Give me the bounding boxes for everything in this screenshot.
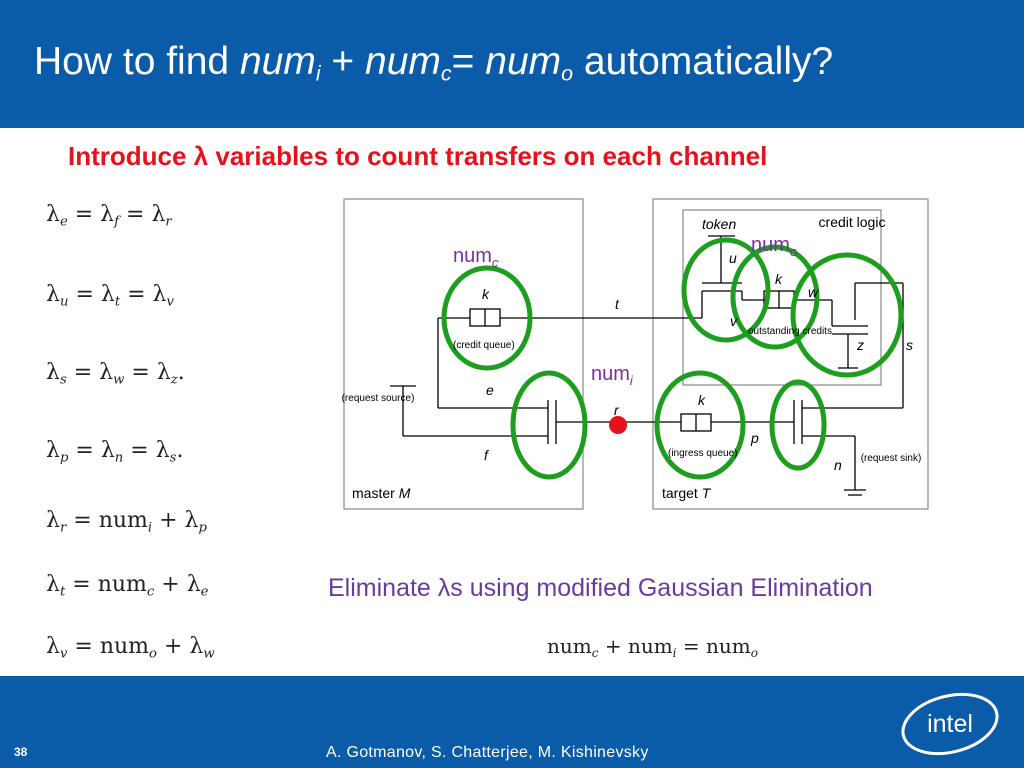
label-request-source: (request source) xyxy=(342,393,415,404)
red-dot xyxy=(609,416,627,434)
title-bar xyxy=(0,0,1024,128)
label-k1: k xyxy=(482,286,490,302)
circle-outstanding xyxy=(730,244,820,350)
slide-subtitle: Introduce λ variables to count transfers… xyxy=(68,141,768,171)
authors: A. Gotmanov, S. Chatterjee, M. Kishinevs… xyxy=(326,744,649,761)
label-z: z xyxy=(856,337,864,353)
label-r: r xyxy=(614,402,620,418)
label-v: v xyxy=(730,313,738,329)
circle-z xyxy=(790,252,904,378)
label-e: e xyxy=(486,382,494,398)
circle-target-join xyxy=(769,379,827,471)
green-circles xyxy=(441,237,904,480)
slide-title: How to find numi + numc= numo automatica… xyxy=(34,40,834,86)
final-equation: numc + numi = numo xyxy=(547,634,758,661)
footer-bar xyxy=(0,676,1024,768)
label-outstanding-credits: outstanding credits xyxy=(748,326,832,337)
label-n: n xyxy=(834,457,842,473)
circle-master-join xyxy=(510,370,588,480)
intel-logo: intel xyxy=(901,692,999,756)
circle-ingress-queue xyxy=(654,370,746,480)
label-u: u xyxy=(729,250,737,266)
equation-7: λv = numo + λw xyxy=(46,634,215,662)
equation-1: λe = λf = λr xyxy=(46,202,172,230)
label-master: master M xyxy=(352,485,411,501)
label-credit-queue: (credit queue) xyxy=(453,340,515,351)
equation-3: λs = λw = λz. xyxy=(46,360,185,388)
label-ingress-queue: (ingress queue) xyxy=(668,448,737,459)
label-p: p xyxy=(750,430,759,446)
equation-4: λp = λn = λs. xyxy=(46,438,184,466)
label-t: t xyxy=(615,296,620,312)
label-f: f xyxy=(484,447,490,463)
intel-logo-text: intel xyxy=(927,710,973,738)
label-credit-logic: credit logic xyxy=(819,214,886,230)
circle-credit-queue xyxy=(441,265,533,371)
label-request-sink: (request sink) xyxy=(861,453,922,464)
label-num-c: numc xyxy=(453,245,499,270)
label-k2: k xyxy=(698,392,706,408)
equations-panel: λe = λf = λr λu = λt = λv λs = λw = λz. … xyxy=(26,188,254,676)
label-num-o: numo xyxy=(751,234,797,259)
master-box xyxy=(343,198,584,510)
label-s: s xyxy=(906,337,913,353)
equation-5: λr = numi + λp xyxy=(46,508,207,536)
label-w: w xyxy=(808,284,819,300)
label-target: target T xyxy=(662,485,712,501)
label-k3: k xyxy=(775,271,783,287)
equation-2: λu = λt = λv xyxy=(46,282,174,310)
slide-number: 38 xyxy=(14,745,28,759)
circle-token xyxy=(681,237,771,343)
eliminate-text: Eliminate λs using modified Gaussian Eli… xyxy=(328,574,873,602)
label-num-i: numi xyxy=(591,363,634,388)
label-token: token xyxy=(702,216,736,232)
equation-6: λt = numc + λe xyxy=(46,572,209,600)
